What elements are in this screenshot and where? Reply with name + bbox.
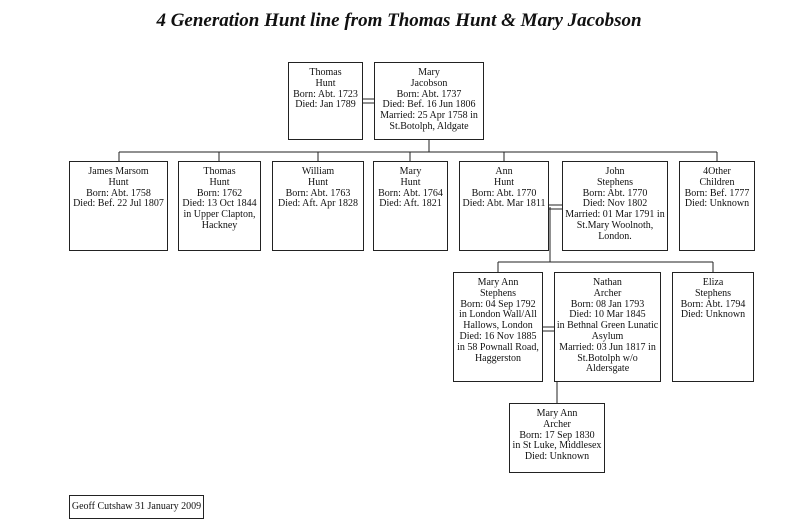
person-box-mary-jacobson: Mary Jacobson Born: Abt. 1737 Died: Bef.… bbox=[374, 62, 484, 140]
person-box-william-hunt: William Hunt Born: Abt. 1763 Died: Aft. … bbox=[272, 161, 364, 251]
chart-title: 4 Generation Hunt line from Thomas Hunt … bbox=[156, 10, 642, 31]
person-box-other-children: 4Other Children Born: Bef. 1777 Died: Un… bbox=[679, 161, 755, 251]
person-box-ann-hunt: Ann Hunt Born: Abt. 1770 Died: Abt. Mar … bbox=[459, 161, 549, 251]
person-box-nathan-archer: Nathan Archer Born: 08 Jan 1793 Died: 10… bbox=[554, 272, 661, 382]
person-box-mary-ann-archer: Mary Ann Archer Born: 17 Sep 1830 in St … bbox=[509, 403, 605, 473]
person-box-thomas-hunt-sr: Thomas Hunt Born: Abt. 1723 Died: Jan 17… bbox=[288, 62, 363, 140]
person-box-thomas-hunt-jr: Thomas Hunt Born: 1762 Died: 13 Oct 1844… bbox=[178, 161, 261, 251]
person-box-eliza-stephens: Eliza Stephens Born: Abt. 1794 Died: Unk… bbox=[672, 272, 754, 382]
person-box-mary-hunt: Mary Hunt Born: Abt. 1764 Died: Aft. 182… bbox=[373, 161, 448, 251]
author-footer: Geoff Cutshaw 31 January 2009 bbox=[69, 495, 204, 519]
person-box-john-stephens: John Stephens Born: Abt. 1770 Died: Nov … bbox=[562, 161, 668, 251]
person-box-james-marsom-hunt: James Marsom Hunt Born: Abt. 1758 Died: … bbox=[69, 161, 168, 251]
person-box-mary-ann-stephens: Mary Ann Stephens Born: 04 Sep 1792 in L… bbox=[453, 272, 543, 382]
